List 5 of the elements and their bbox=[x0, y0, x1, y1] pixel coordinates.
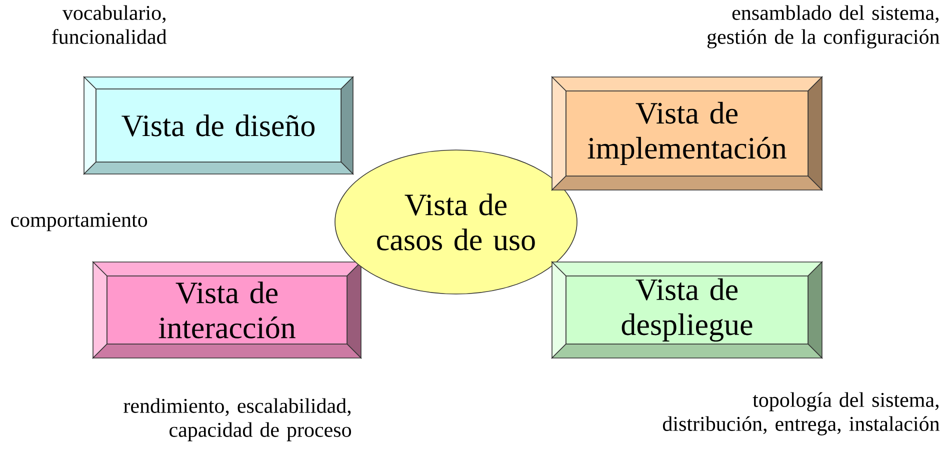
annotation: comportamiento bbox=[11, 212, 148, 232]
annotation: topología del sistema, distribución, entrega, instalación bbox=[662, 392, 940, 436]
annotation: rendimiento, escalabilidad, capacidad de proceso bbox=[124, 398, 352, 442]
annotation: vocabulario, funcionalidad bbox=[52, 5, 167, 44]
annotation: ensamblado del sistema, gestión de la configuración bbox=[707, 5, 940, 48]
